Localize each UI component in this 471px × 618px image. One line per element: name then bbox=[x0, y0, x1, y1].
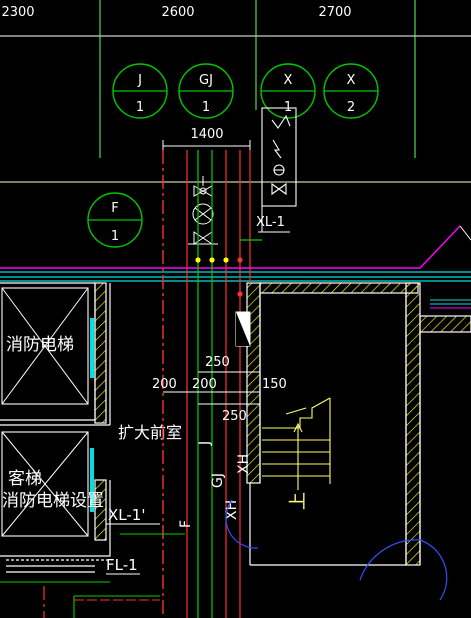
dim-1400: 1400 bbox=[190, 127, 223, 142]
bubble-letter: GJ bbox=[199, 73, 213, 88]
label-j-pipe: J bbox=[197, 441, 213, 446]
bubble-number: 1 bbox=[136, 100, 144, 115]
bubble-letter: J bbox=[137, 73, 142, 88]
axis-bubble-f1: F 1 bbox=[87, 192, 143, 248]
riser-valve-symbols bbox=[188, 176, 218, 245]
dim-2700: 2700 bbox=[318, 5, 351, 20]
label-xl-1: XL-1 bbox=[256, 215, 285, 230]
dim-200-b: 200 bbox=[192, 377, 217, 392]
axis-bubble-gj1: GJ 1 bbox=[178, 63, 234, 119]
label-fire-elevator: 消防电梯 bbox=[6, 335, 74, 355]
axis-bubble-j1: J 1 bbox=[112, 63, 168, 119]
axis-bubble-x1: X 1 bbox=[260, 63, 316, 119]
wall-outlines bbox=[0, 282, 421, 573]
axis-bubble-x2: X 2 bbox=[323, 63, 379, 119]
dim-2600: 2600 bbox=[161, 5, 194, 20]
top-dimension-line bbox=[0, 28, 471, 44]
label-f-pipe: F bbox=[178, 520, 194, 528]
pipe-risers bbox=[162, 150, 262, 618]
label-passenger-elevator: 客梯 bbox=[8, 469, 42, 489]
hydrant-cabinet bbox=[235, 311, 251, 347]
bubble-letter: X bbox=[284, 73, 293, 88]
bubble-number: 1 bbox=[111, 229, 119, 244]
label-xl-1-prime: XL-1' bbox=[108, 506, 145, 524]
bubble-letter: X bbox=[347, 73, 356, 88]
staircase bbox=[262, 397, 331, 490]
hatched-walls bbox=[94, 282, 471, 566]
dim-250-bottom: 250 bbox=[222, 409, 247, 424]
label-anteroom: 扩大前室 bbox=[118, 423, 182, 442]
label-gj-pipe: GJ bbox=[210, 473, 226, 488]
dim-200-a: 200 bbox=[152, 377, 177, 392]
label-fl-1: FL-1 bbox=[106, 556, 138, 574]
fire-elevator-shaft bbox=[1, 287, 94, 405]
lower-pipework bbox=[0, 533, 185, 618]
slab-edges bbox=[0, 225, 471, 309]
door-swings bbox=[225, 499, 448, 601]
label-fire-elevator-setup: 消防电梯设置 bbox=[2, 491, 104, 511]
dim-2300: 2300 bbox=[1, 5, 34, 20]
shaft-dimension-lines bbox=[163, 371, 260, 405]
grid-lines bbox=[0, 0, 471, 183]
dim-250-top: 250 bbox=[205, 355, 230, 370]
bubble-number: 2 bbox=[347, 100, 355, 115]
valve-box bbox=[261, 107, 297, 207]
label-xh-pipe-left: XH bbox=[224, 500, 240, 520]
dim-150: 150 bbox=[262, 377, 287, 392]
valve-leader bbox=[258, 206, 290, 233]
bubble-letter: F bbox=[111, 201, 118, 216]
label-xh-pipe-right: XH bbox=[236, 454, 252, 474]
label-stair-up: 上 bbox=[288, 492, 309, 510]
passenger-elevator-shaft bbox=[1, 431, 94, 537]
bubble-number: 1 bbox=[202, 100, 210, 115]
